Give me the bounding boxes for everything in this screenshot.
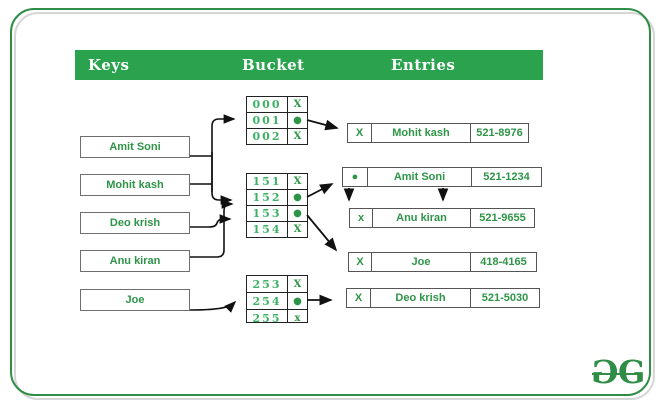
bucket-marker: ● (287, 205, 308, 222)
bucket-marker: ● (287, 292, 308, 310)
bucket-index: 154 (246, 221, 288, 238)
bucket-index: 255 (246, 309, 288, 322)
entry-pointer-marker: ● (342, 167, 368, 187)
key-box-joe: Joe (80, 289, 190, 311)
entry-phone: 521-1234 (471, 167, 542, 187)
entry-pointer-marker: X (347, 123, 372, 143)
entry-name: Joe (370, 252, 472, 272)
key-box-deo-krish: Deo krish (80, 212, 190, 234)
header-entries-label: Entries (391, 56, 456, 74)
bucket-index: 254 (246, 292, 288, 310)
entry-phone: 521-9655 (470, 208, 535, 228)
header-bucket-label: Bucket (242, 56, 305, 74)
key-label: Deo krish (109, 217, 161, 229)
bucket-row-153: 153● (246, 205, 308, 222)
bucket-marker: ● (287, 112, 308, 129)
bucket-marker: X (287, 173, 308, 190)
card-shadow-border (14, 12, 655, 400)
card-border (10, 8, 651, 396)
entry-anu-kiran: x Anu kiran 521-9655 (349, 208, 535, 228)
entry-phone: 521-8976 (470, 123, 529, 143)
entry-name: Deo krish (369, 288, 472, 308)
bucket-marker: ● (287, 189, 308, 206)
entry-phone: 418-4165 (470, 252, 537, 272)
key-box-anu-kiran: Anu kiran (80, 250, 190, 272)
bucket-marker: X (287, 128, 308, 145)
bucket-index: 001 (246, 112, 288, 129)
entry-joe: X Joe 418-4165 (348, 252, 537, 272)
bucket-marker: x (287, 309, 308, 322)
header-keys-label: Keys (88, 56, 130, 74)
key-box-amit-soni: Amit Soni (80, 136, 190, 158)
header-bar: Keys Bucket Entries (75, 50, 543, 80)
entry-name: Mohit kash (370, 123, 472, 143)
key-label: Mohit kash (106, 179, 164, 191)
entry-mohit-kash: X Mohit kash 521-8976 (347, 123, 529, 143)
key-box-mohit-kash: Mohit kash (80, 174, 190, 196)
bucket-marker: X (287, 96, 308, 113)
key-label: Anu kiran (109, 255, 161, 267)
bucket-row-152: 152● (246, 189, 308, 206)
logo-right-g: G (618, 353, 646, 391)
bucket-index: 253 (246, 275, 288, 293)
entry-pointer-marker: X (346, 288, 371, 308)
entry-phone: 521-5030 (470, 288, 540, 308)
entry-amit-soni: ● Amit Soni 521-1234 (342, 167, 542, 187)
bucket-row-254: 254● (246, 292, 308, 310)
entry-name: Amit Soni (366, 167, 473, 187)
bucket-marker: X (287, 221, 308, 238)
key-label: Joe (125, 294, 145, 306)
bucket-index: 152 (246, 189, 288, 206)
bucket-index: 151 (246, 173, 288, 190)
key-label: Amit Soni (109, 141, 161, 153)
bucket-row-001: 001● (246, 112, 308, 129)
bucket-index: 153 (246, 205, 288, 222)
entry-name: Anu kiran (371, 208, 472, 228)
entry-pointer-marker: x (349, 208, 373, 228)
entry-pointer-marker: X (348, 252, 372, 272)
bucket-index: 000 (246, 96, 288, 113)
logo-bar (592, 373, 642, 375)
logo-left-g: G (590, 353, 618, 391)
bucket-index: 002 (246, 128, 288, 145)
bucket-marker: X (287, 275, 308, 293)
entry-deo-krish: X Deo krish 521-5030 (346, 288, 540, 308)
